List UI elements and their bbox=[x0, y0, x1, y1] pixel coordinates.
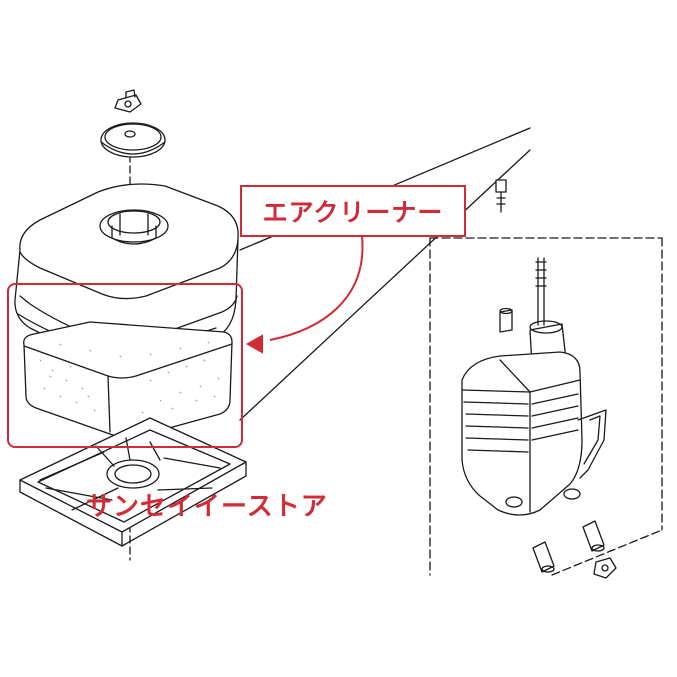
pin bbox=[532, 541, 555, 573]
highlight-frame bbox=[7, 283, 243, 448]
cover-washer bbox=[100, 122, 166, 158]
stud bbox=[535, 257, 547, 326]
leader-line bbox=[239, 149, 531, 421]
callout-arrowhead bbox=[245, 334, 263, 354]
bolt bbox=[495, 179, 507, 213]
store-watermark: サンセイイーストア bbox=[86, 492, 328, 522]
pin bbox=[582, 520, 605, 552]
nut bbox=[593, 557, 617, 579]
callout-arrow-line bbox=[269, 235, 364, 341]
wing-nut bbox=[114, 89, 142, 113]
filter-base bbox=[19, 417, 247, 547]
elbow-assembly bbox=[461, 320, 607, 516]
callout-label: エアクリーナー bbox=[262, 198, 444, 227]
callout-label-box: エアクリーナー bbox=[240, 185, 466, 237]
foam-filter-element bbox=[23, 321, 233, 439]
engine-view-frame bbox=[429, 237, 663, 576]
collar bbox=[499, 307, 513, 333]
